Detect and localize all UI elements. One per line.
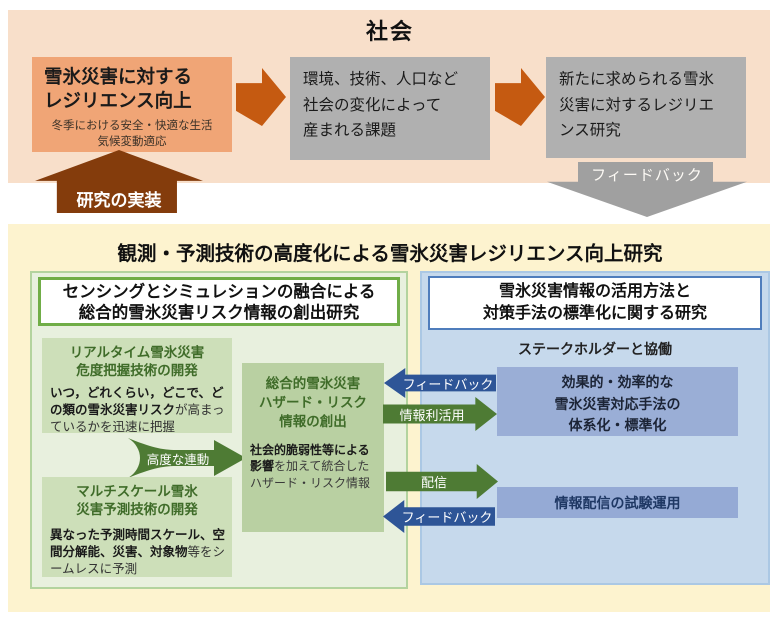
multiscale-forecast-box-title: マルチスケール雪氷 災害予測技術の開発 (76, 484, 198, 518)
realtime-hazard-box-title: リアルタイム雪氷災害 危度把握技術の開発 (69, 345, 205, 379)
hazard-risk-creation-box: 総合的雪氷災害 ハザード・リスク 情報の創出 社会的脆弱性等による影響を加えて統… (242, 363, 384, 532)
realtime-hazard-box: リアルタイム雪氷災害 危度把握技術の開発 いつ，どれくらい，どこで、どの類の雪氷… (42, 338, 232, 435)
systematize-box: 効果的・効率的な 雪氷災害対応手法の 体系化・標準化 (497, 367, 738, 436)
trial-operation-box-label: 情報配信の試験運用 (554, 494, 681, 511)
standardization-research-header: 雪氷災害情報の活用方法と 対策手法の標準化に関する研究 (428, 276, 762, 330)
issues-box: 環境、技術、人口など 社会の変化によって 産まれる課題 (290, 57, 490, 160)
hazard-risk-creation-box-title: 総合的雪氷災害 ハザード・リスク 情報の創出 (259, 376, 367, 429)
sensing-research-header: センシングとシミュレションの融合による 総合的雪氷災害リスク情報の創出研究 (38, 277, 400, 326)
resilience-box-subtitle: 冬季における安全・快適な生活 気候変動適応 (51, 120, 213, 148)
trial-operation-box: 情報配信の試験運用 (497, 487, 738, 518)
feedback-left-arrow-label: フィードバック (402, 376, 494, 392)
resilience-box: 雪氷災害に対する レジリエンス向上 冬季における安全・快適な生活 気候変動適応 (32, 57, 232, 152)
stakeholder-label: ステークホルダーと協働 (518, 341, 672, 357)
research-title: 観測・予測技術の高度化による雪氷災害レジリエンス向上研究 (117, 243, 663, 265)
advanced-link-arrow-icon: 高度な連動 (126, 437, 248, 479)
society-title: 社会 (365, 19, 414, 44)
realtime-hazard-box-body: いつ，どれくらい，どこで、どの類の雪氷災害リスクが高まっているかを迅速に把握 (50, 386, 225, 435)
hazard-risk-creation-box-body: 社会的脆弱性等による影響を加えて統合したハザード・リスク情報 (250, 442, 371, 491)
systematize-box-text: 効果的・効率的な 雪氷災害対応手法の 体系化・標準化 (554, 374, 681, 434)
curved-merge-arrow-icon (128, 438, 246, 478)
multiscale-forecast-box: マルチスケール雪氷 災害予測技術の開発 異なった予測時間スケール、空間分解能、災… (42, 477, 232, 577)
resilience-box-title: 雪氷災害に対する レジリエンス向上 (44, 66, 193, 112)
feedback-left-arrow-label: フィードバック (401, 510, 493, 525)
advanced-link-arrow-label: 高度な連動 (146, 452, 210, 467)
delivery-arrow-label: 配信 (420, 475, 447, 490)
feedback-down-arrow-label: フィードバック (591, 167, 703, 184)
new-research-box: 新たに求められる雪氷 災害に対するレジリエ ンス研究 (546, 57, 746, 158)
info-use-arrow-label: 情報利活用 (399, 407, 465, 423)
implementation-arrow-label: 研究の実装 (76, 191, 162, 210)
multiscale-forecast-box-body: 異なった予測時間スケール、空間分解能、災害、対象物等をシームレスに予測 (50, 528, 226, 577)
